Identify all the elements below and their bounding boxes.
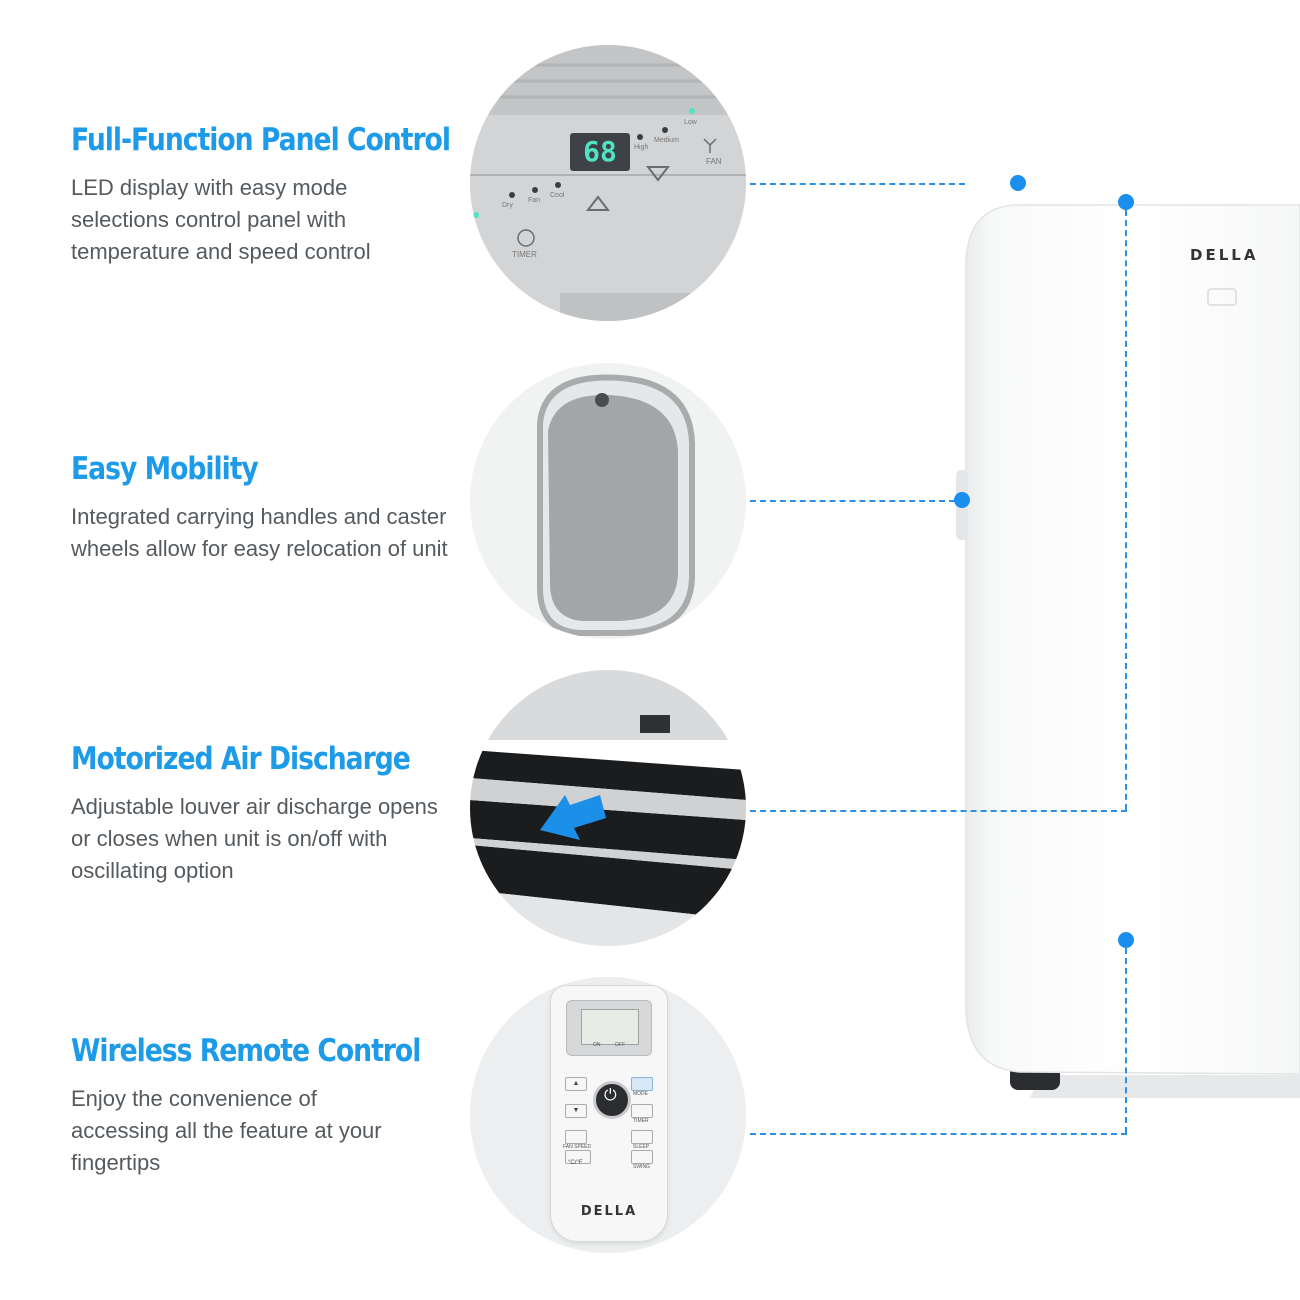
connector-remote-vertical xyxy=(1125,948,1127,1133)
feature-description: Integrated carrying handles and caster w… xyxy=(71,504,448,561)
led-display: 68 xyxy=(583,135,617,168)
panel-closeup: 68 Dry Fan Cool High Medium Low FAN TIME… xyxy=(470,45,746,321)
unit-sensor xyxy=(1207,288,1237,306)
mode-button[interactable] xyxy=(631,1077,653,1091)
fan-label: FAN xyxy=(706,157,722,166)
remote-brand-logo: DELLA xyxy=(580,1204,638,1219)
feature-panel-control: Full-Function Panel Control LED display … xyxy=(71,122,461,268)
speed-label-high: High xyxy=(634,144,649,151)
feature-title: Easy Mobility xyxy=(71,451,259,487)
connector-dot-remote xyxy=(1118,932,1134,948)
remote-off-label: OFF xyxy=(615,1042,625,1048)
feature-remote-control: Wireless Remote Control Enjoy the conven… xyxy=(71,1033,461,1179)
mode-label-dry: Dry xyxy=(502,202,513,209)
timer-label: TIMER xyxy=(512,250,537,259)
temp-unit-button[interactable]: °C/°F xyxy=(565,1150,591,1166)
speed-label-low: Low xyxy=(684,119,697,126)
power-icon: ⏻ xyxy=(604,1087,617,1104)
feature-description: Adjustable louver air discharge opens or… xyxy=(71,794,438,883)
feature-easy-mobility: Easy Mobility Integrated carrying handle… xyxy=(71,451,461,565)
remote-fan-speed-label: FAN SPEED xyxy=(563,1144,592,1150)
feature-description: Enjoy the convenience of accessing all t… xyxy=(71,1086,382,1175)
connector-dot-handle xyxy=(954,492,970,508)
remote-on-label: ON xyxy=(593,1042,601,1048)
unit-base-shadow xyxy=(1030,1075,1300,1098)
feature-description: LED display with easy mode selections co… xyxy=(71,175,371,264)
mode-label-cool: Cool xyxy=(550,192,565,199)
connector-dot-louver xyxy=(1118,194,1134,210)
mode-label-fan: Fan xyxy=(528,197,541,204)
connector-panel xyxy=(750,183,965,185)
connector-remote xyxy=(750,1133,1127,1135)
handle-closeup xyxy=(470,363,746,639)
fan-speed-button[interactable] xyxy=(565,1130,587,1144)
remote-timer-label: TIMER xyxy=(633,1118,649,1124)
remote-mode-label: MODE xyxy=(633,1091,648,1097)
remote-sleep-label: SLEEP xyxy=(633,1144,650,1150)
timer-button[interactable] xyxy=(631,1104,653,1118)
power-button[interactable]: ⏻ xyxy=(593,1081,631,1119)
sleep-button[interactable] xyxy=(631,1130,653,1144)
feature-air-discharge: Motorized Air Discharge Adjustable louve… xyxy=(71,741,461,887)
feature-title: Wireless Remote Control xyxy=(71,1033,421,1069)
unit-body xyxy=(965,204,1300,1075)
connector-louver xyxy=(750,810,1127,812)
connector-dot-panel xyxy=(1010,175,1026,191)
speed-label-medium: Medium xyxy=(654,137,679,144)
remote-temp-unit-label: °C/°F xyxy=(568,1160,583,1166)
down-button[interactable]: ▼ xyxy=(565,1104,587,1118)
up-button[interactable]: ▲ xyxy=(565,1077,587,1091)
remote-lcd xyxy=(566,1000,652,1056)
connector-louver-vertical xyxy=(1125,210,1127,810)
louver-closeup xyxy=(470,670,746,946)
connector-handle xyxy=(750,500,955,502)
unit-brand-logo: DELLA xyxy=(1190,246,1259,264)
swing-button[interactable] xyxy=(631,1150,653,1164)
remote-swing-label: SWING xyxy=(633,1164,650,1170)
remote-control: ON OFF ⏻ ▲ ▼ MODE TIMER FAN SPEED SLEEP … xyxy=(550,985,668,1242)
feature-title: Motorized Air Discharge xyxy=(71,741,411,777)
feature-title: Full-Function Panel Control xyxy=(71,122,451,158)
